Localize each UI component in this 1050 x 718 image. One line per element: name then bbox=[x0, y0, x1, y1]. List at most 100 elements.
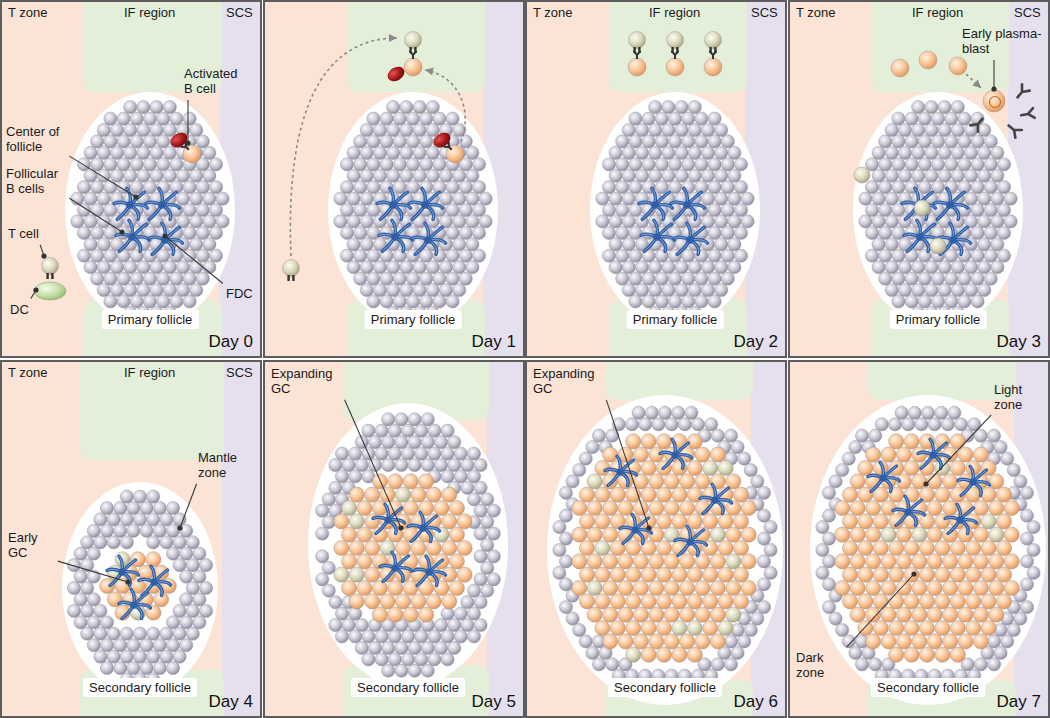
follicular-b-cell bbox=[130, 112, 143, 125]
gc-b-cell bbox=[973, 500, 988, 515]
follicular-b-cell bbox=[622, 215, 635, 228]
tcr bbox=[638, 47, 640, 53]
t-cell bbox=[718, 460, 733, 475]
b-cell bbox=[404, 58, 422, 76]
gc-b-cell bbox=[457, 514, 472, 529]
gc-b-cell bbox=[896, 447, 911, 462]
gc-b-cell bbox=[718, 594, 733, 609]
follicular-b-cell bbox=[335, 447, 348, 460]
follicular-b-cell bbox=[140, 524, 153, 537]
follicular-b-cell bbox=[97, 283, 110, 296]
antigen bbox=[431, 130, 453, 150]
follicular-b-cell bbox=[196, 135, 209, 148]
gc-b-cell bbox=[357, 500, 372, 515]
gc-b-cell bbox=[656, 434, 671, 449]
gc-b-cell bbox=[919, 540, 934, 555]
follicular-b-cell bbox=[898, 283, 911, 296]
gc-b-cell bbox=[912, 580, 927, 595]
follicular-b-cell bbox=[865, 226, 878, 239]
follicular-b-cell bbox=[688, 123, 701, 136]
follicular-b-cell bbox=[97, 192, 110, 205]
follicular-b-cell bbox=[367, 272, 380, 285]
gc-b-cell bbox=[687, 434, 702, 449]
follicular-b-cell bbox=[731, 646, 744, 659]
t-cell bbox=[989, 527, 1004, 542]
gc-b-cell bbox=[618, 554, 633, 569]
gc-b-cell bbox=[733, 567, 748, 582]
follicular-b-cell bbox=[157, 135, 170, 148]
follicular-b-cell bbox=[84, 192, 97, 205]
gc-b-cell bbox=[703, 514, 718, 529]
gc-b-cell bbox=[603, 607, 618, 622]
follicular-b-cell bbox=[428, 424, 441, 437]
gc-b-cell bbox=[733, 487, 748, 502]
follicular-b-cell bbox=[190, 283, 203, 296]
gc-b-cell bbox=[904, 647, 919, 662]
follicular-b-cell bbox=[682, 249, 695, 262]
follicular-b-cell bbox=[757, 601, 770, 614]
gc-b-cell bbox=[873, 540, 888, 555]
follicular-b-cell bbox=[715, 146, 728, 159]
follicular-b-cell bbox=[879, 226, 892, 239]
follicular-b-cell bbox=[991, 215, 1004, 228]
follicular-b-cell bbox=[166, 616, 179, 629]
follicular-b-cell bbox=[898, 146, 911, 159]
follicular-b-cell bbox=[347, 192, 360, 205]
follicular-b-cell bbox=[467, 493, 480, 506]
follicular-b-cell bbox=[203, 238, 216, 251]
gc-b-cell bbox=[403, 474, 418, 489]
follicular-b-cell bbox=[741, 215, 754, 228]
gc-b-cell bbox=[889, 594, 904, 609]
follicular-b-cell bbox=[872, 238, 885, 251]
follicular-b-cell bbox=[915, 418, 928, 431]
follicular-b-cell bbox=[1014, 612, 1027, 625]
gc-b-cell bbox=[664, 634, 679, 649]
follicular-b-cell bbox=[738, 635, 751, 648]
follicular-b-cell bbox=[649, 101, 662, 114]
tcr bbox=[714, 47, 716, 53]
t-cell bbox=[710, 527, 725, 542]
follicular-b-cell bbox=[912, 146, 925, 159]
gc-b-cell bbox=[656, 620, 671, 635]
follicular-b-cell bbox=[885, 146, 898, 159]
follicular-b-cell bbox=[487, 527, 500, 540]
follicular-b-cell bbox=[559, 486, 572, 499]
scs-ground bbox=[222, 360, 262, 718]
follicular-b-cell bbox=[183, 181, 196, 194]
gc-b-cell bbox=[873, 594, 888, 609]
follicular-b-cell bbox=[938, 283, 951, 296]
follicular-b-cell bbox=[446, 181, 459, 194]
follicle-outline bbox=[810, 395, 1046, 705]
follicular-b-cell bbox=[724, 635, 737, 648]
follicular-b-cell bbox=[1020, 578, 1033, 591]
gc-b-cell bbox=[365, 487, 380, 502]
follicular-b-cell bbox=[945, 135, 958, 148]
t-cell bbox=[595, 540, 610, 555]
t-cell bbox=[981, 514, 996, 529]
follicular-b-cell bbox=[421, 458, 434, 471]
follicular-b-cell bbox=[360, 146, 373, 159]
follicular-b-cell bbox=[453, 238, 466, 251]
gc-b-cell bbox=[695, 607, 710, 622]
gc-b-cell bbox=[130, 552, 145, 567]
follicular-b-cell bbox=[829, 475, 842, 488]
follicular-b-cell bbox=[349, 607, 362, 620]
follicular-b-cell bbox=[898, 261, 911, 274]
follicular-b-cell bbox=[849, 646, 862, 659]
follicular-b-cell bbox=[387, 101, 400, 114]
follicular-b-cell bbox=[553, 543, 566, 556]
fdc-body bbox=[118, 568, 125, 575]
gc-b-cell bbox=[726, 527, 741, 542]
gc-b-cell bbox=[595, 594, 610, 609]
follicular-b-cell bbox=[945, 295, 958, 308]
gc-b-cell bbox=[881, 607, 896, 622]
follicular-b-cell bbox=[393, 295, 406, 308]
follicular-b-cell bbox=[110, 261, 123, 274]
follicular-b-cell bbox=[905, 135, 918, 148]
follicular-b-cell bbox=[186, 604, 199, 617]
gc-b-cell bbox=[649, 634, 664, 649]
follicular-b-cell bbox=[355, 641, 368, 654]
gc-b-cell bbox=[641, 460, 656, 475]
follicular-b-cell bbox=[1001, 635, 1014, 648]
gc-b-cell bbox=[958, 580, 973, 595]
